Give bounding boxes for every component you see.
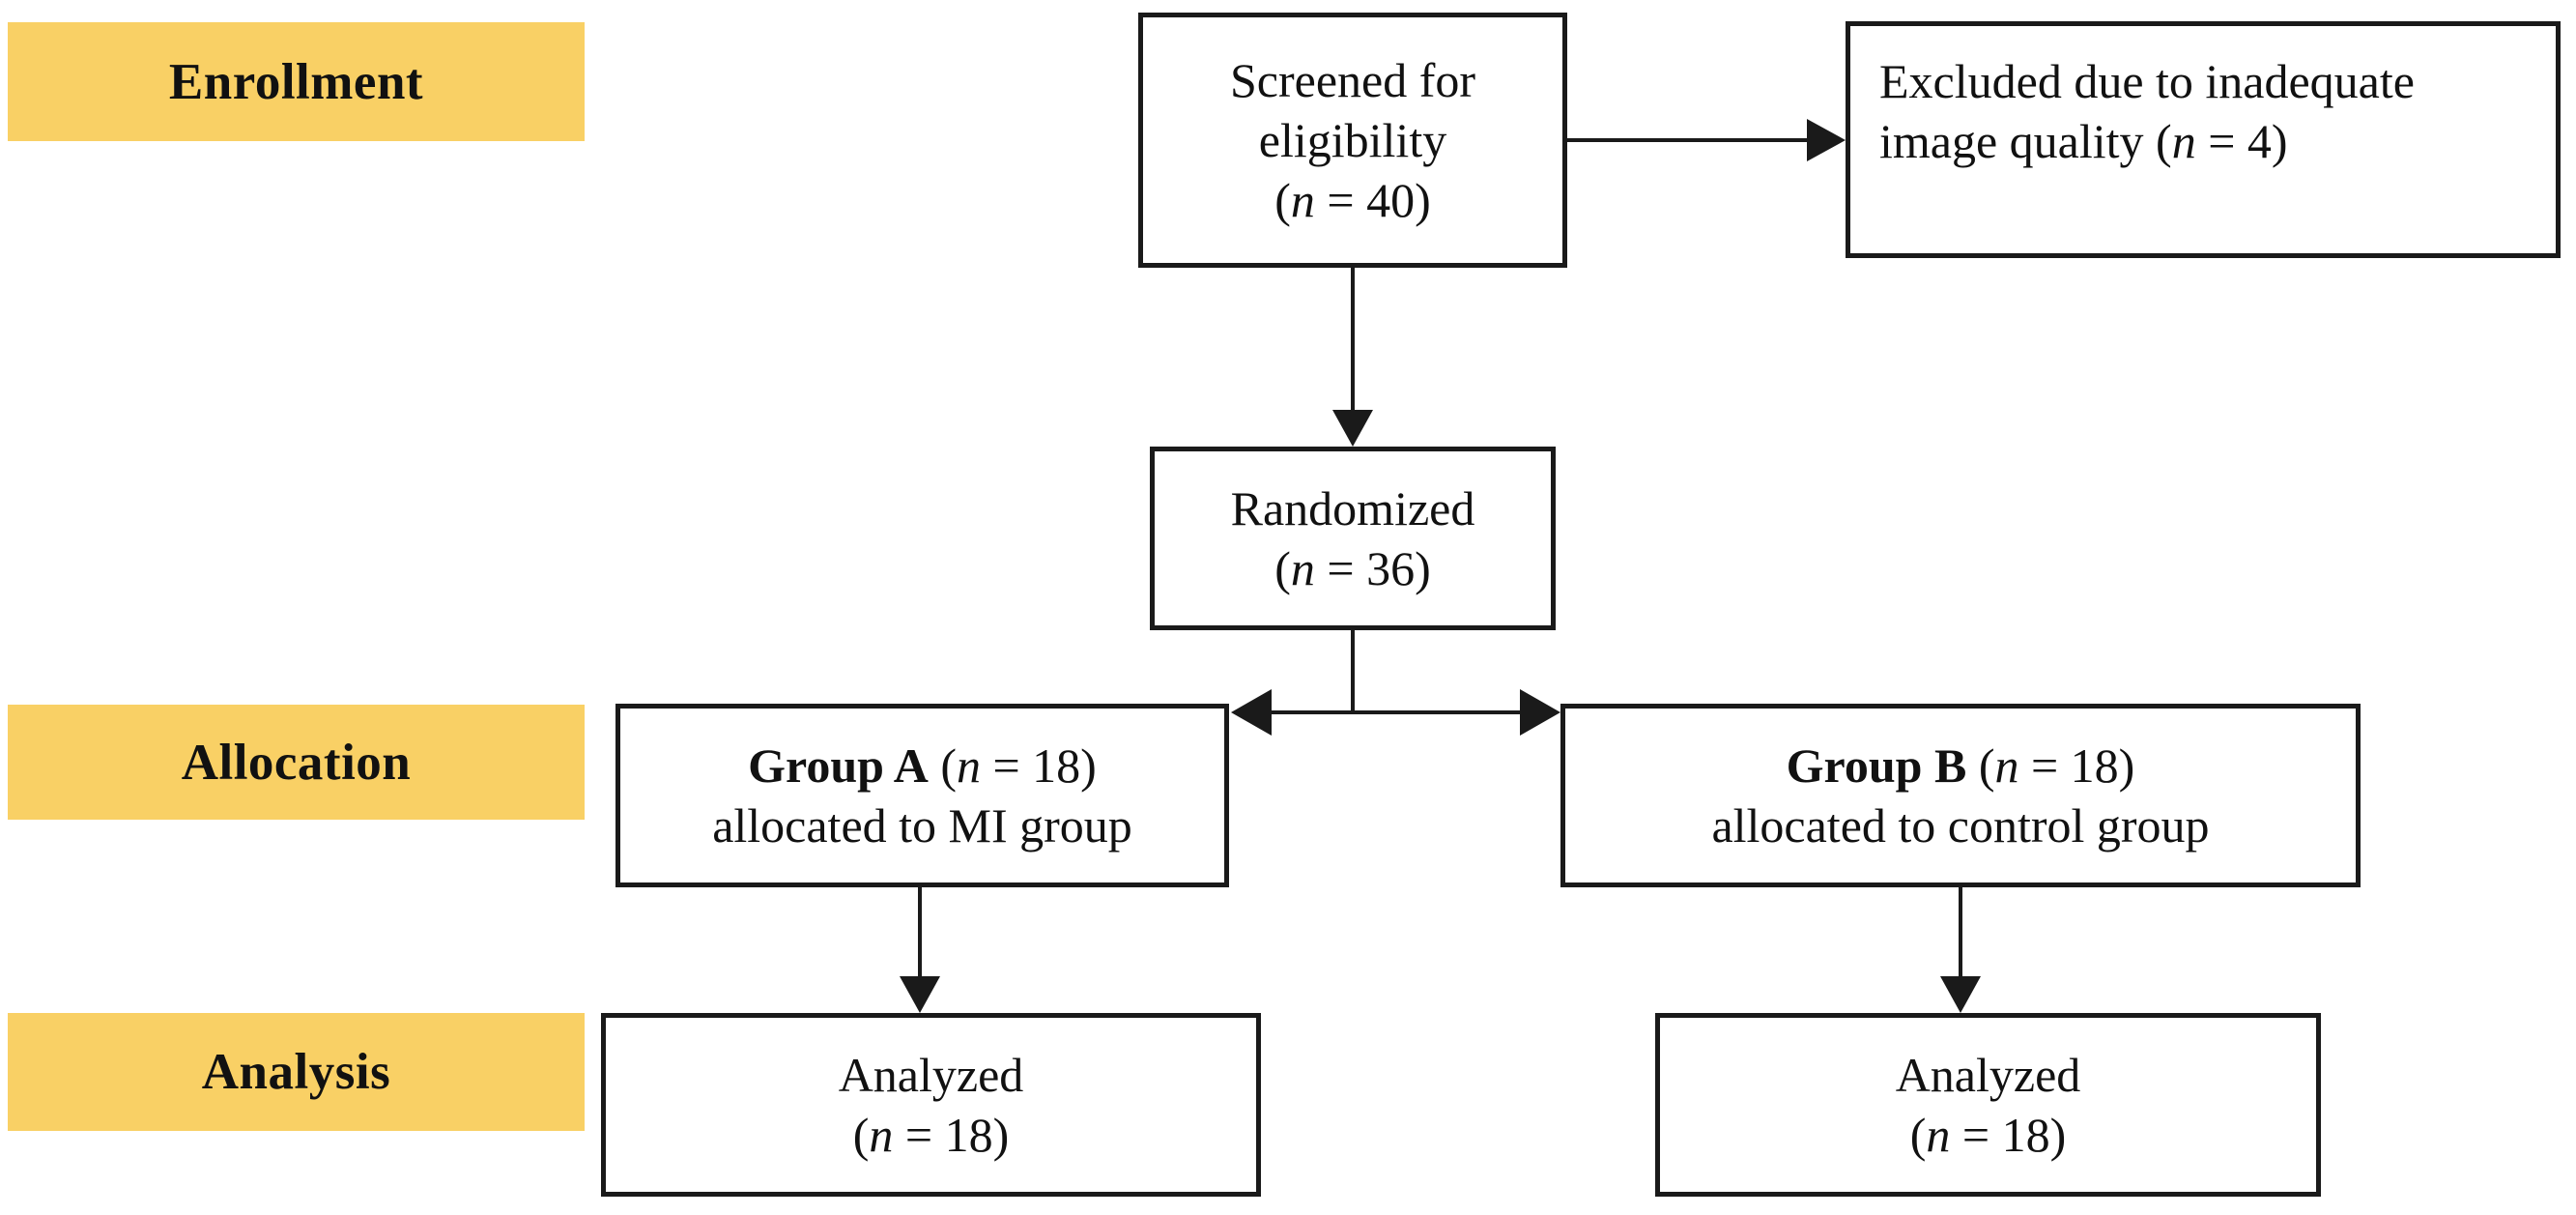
box-analyzed-group-a: Analyzed (n = 18) [601, 1013, 1261, 1197]
box-text-line: Group B (n = 18) [1786, 738, 2135, 793]
box-group-b-allocation: Group B (n = 18)allocated to control gro… [1560, 704, 2361, 887]
box-text-line: (n = 18) [852, 1108, 1010, 1162]
box-text-line: Screened for [1229, 53, 1476, 107]
arrow-randomized-split-vertical-line [1351, 630, 1355, 714]
box-screened-for-eligibility: Screened for eligibility (n = 40) [1138, 13, 1567, 268]
arrow-group-b-to-analyzed-line [1959, 887, 1962, 978]
box-text-line: allocated to control group [1711, 798, 2210, 853]
box-text-line: Analyzed [1895, 1048, 2081, 1102]
box-text-line: (n = 40) [1274, 173, 1431, 227]
arrow-screened-to-excluded-line [1567, 138, 1809, 142]
box-text-line: (n = 36) [1274, 541, 1431, 595]
box-excluded: Excluded due to inadequate image quality … [1846, 21, 2561, 258]
box-group-a-allocation: Group A (n = 18)allocated to MI group [615, 704, 1229, 887]
arrow-down-icon [900, 976, 940, 1013]
box-text-line: (n = 18) [1909, 1108, 2067, 1162]
stage-label-analysis: Analysis [8, 1013, 585, 1131]
arrow-group-a-to-analyzed-line [918, 887, 922, 978]
box-text-line: Randomized [1230, 481, 1475, 535]
box-text-line: eligibility [1258, 113, 1447, 167]
box-randomized: Randomized (n = 36) [1150, 447, 1556, 630]
box-text-line: image quality (n = 4) [1879, 114, 2288, 168]
arrow-randomized-split-horizontal-line [1270, 710, 1522, 714]
arrow-down-icon [1940, 976, 1981, 1013]
arrow-right-icon [1807, 119, 1846, 161]
box-text-line: Excluded due to inadequate [1879, 54, 2415, 108]
box-text-line: Group A (n = 18) [748, 738, 1097, 793]
stage-label-enrollment: Enrollment [8, 22, 585, 141]
arrow-screened-to-randomized-line [1351, 268, 1355, 412]
arrow-down-icon [1332, 410, 1373, 447]
arrow-left-icon [1231, 689, 1272, 736]
box-analyzed-group-b: Analyzed (n = 18) [1655, 1013, 2321, 1197]
box-text-line: Analyzed [838, 1048, 1024, 1102]
box-text-line: allocated to MI group [712, 798, 1132, 853]
arrow-right-icon [1520, 689, 1560, 736]
stage-label-allocation: Allocation [8, 705, 585, 820]
